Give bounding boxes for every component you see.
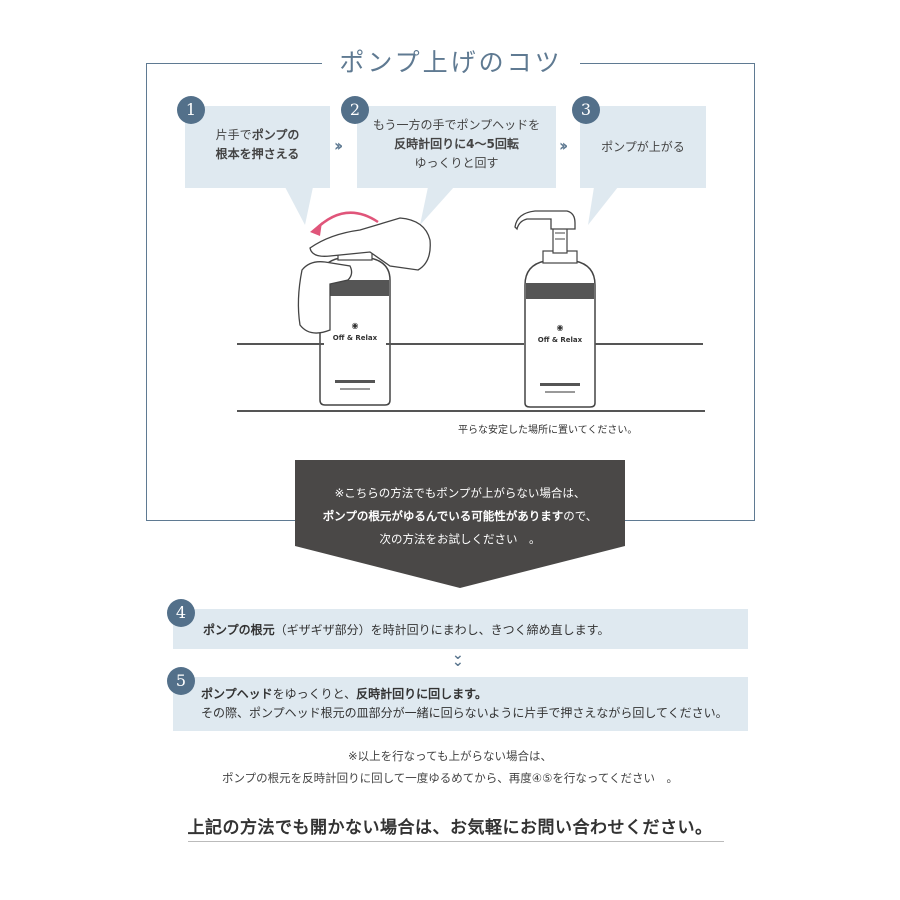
step-4-band: ポンプの根元（ギザギザ部分）を時計回りにまわし、きつく締め直します。 [173,609,748,649]
floor-line-top [237,343,324,345]
page-title: ポンプ上げのコツ [322,44,580,82]
step-1-badge: 1 [177,96,205,124]
step-5-band: ポンプヘッドをゆっくりと、反時計回りに回します。 その際、ポンプヘッド根元の皿部… [173,677,748,731]
bottle-brand-label: Off & Relax [333,334,378,342]
step-5-line-2: その際、ポンプヘッド根元の皿部分が一緒に回らないように片手で押さえながら回してく… [201,706,728,720]
svg-text:Off & Relax: Off & Relax [538,336,583,344]
step-5-bold-1: ポンプヘッド [201,687,273,701]
warning-line-2-rest: ので、 [563,509,598,523]
note-line-1: ※以上を行なっても上がらない場合は、 [348,749,552,763]
chevron-right-icon: ›› [559,136,568,155]
step-3-badge: 3 [572,96,600,124]
step-1-text-c: 根本を押さえる [215,147,300,161]
step-1-box: 片手でポンプの 根本を押さえる [185,106,330,188]
step-2-badge: 2 [341,96,369,124]
floor-caption: 平らな安定した場所に置いてください。 [458,425,638,436]
step-1-text-b: ポンプの [251,128,300,142]
footer-divider [188,841,724,842]
footer-message: 上記の方法でも開かない場合は、お気軽にお問い合わせください。 [187,818,713,838]
step-4-badge: 4 [167,599,195,627]
chevron-right-icon: ›› [334,136,343,155]
svg-text:◉: ◉ [557,323,564,332]
floor-line-bottom [237,410,705,412]
step-2-pointer [420,187,454,225]
bottle-pump-raised-illustration: ◉ Off & Relax [514,210,596,408]
floor-line-top [386,343,524,345]
floor-line-top [595,343,703,345]
step-5-bold-2: 反時計回りに回します。 [356,687,487,701]
bottle-with-hand-illustration: ◉ Off & Relax [297,211,431,406]
step-2-text-a: もう一方の手でポンプヘッドを [372,118,541,132]
warning-line-2-bold: ポンプの根元がゆるんでいる可能性があります [322,509,564,523]
step-4-rest: （ギザギザ部分）を時計回りにまわし、きつく締め直します。 [274,623,610,637]
step-3-pointer [588,187,618,225]
warning-line-1: ※こちらの方法でもポンプが上がらない場合は、 [334,486,586,500]
svg-text:◉: ◉ [352,321,359,330]
warning-line-3: 次の方法をお試しください 。 [379,532,541,546]
step-3-box: ポンプが上がる [580,106,706,188]
step-5-badge: 5 [167,667,195,695]
step-1-text-a: 片手で [215,128,252,142]
step-1-pointer [285,187,313,225]
chevron-down-icon: ⌄⌄ [452,647,464,670]
note-line-2: ポンプの根元を反時計回りに回して一度ゆるめてから、再度④⑤を行なってください 。 [221,771,678,785]
step-2-text-b: 反時計回りに4〜5回転 [394,137,519,151]
step-5-mid: をゆっくりと、 [272,687,357,701]
step-2-text-c: ゆっくりと回す [414,156,499,170]
step-4-bold: ポンプの根元 [203,623,275,637]
step-3-text: ポンプが上がる [601,140,685,154]
step-2-box: もう一方の手でポンプヘッドを 反時計回りに4〜5回転 ゆっくりと回す [357,106,556,188]
